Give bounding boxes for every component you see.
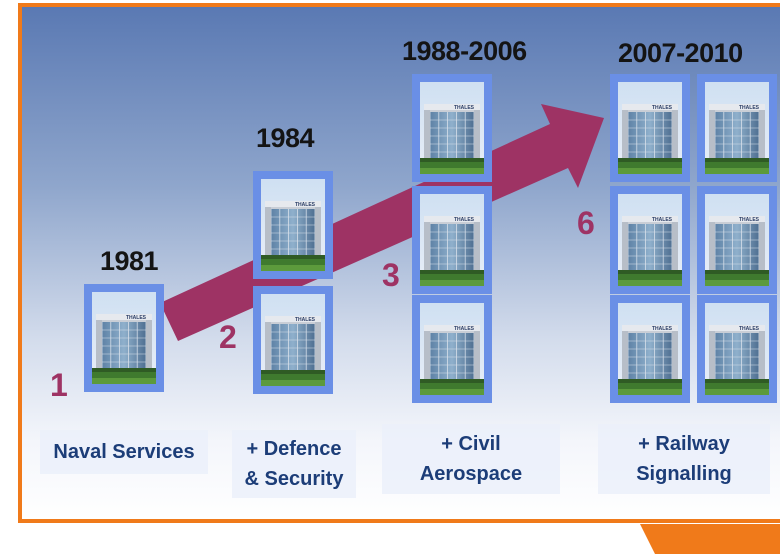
building-illustration: THALES	[705, 303, 769, 395]
building-illustration: THALES	[261, 179, 325, 271]
building-illustration: THALES	[618, 303, 682, 395]
year-2007-2010: 2007-2010	[618, 38, 743, 68]
building-tile: THALES	[697, 186, 777, 294]
building-illustration: THALES	[618, 82, 682, 174]
building-illustration: THALES	[420, 194, 484, 286]
building-sign: THALES	[652, 326, 673, 332]
building-sign: THALES	[739, 326, 760, 332]
building-tile: THALES	[610, 186, 690, 294]
building-tile: THALES	[84, 284, 164, 392]
stage-label-civil-aerospace: + Civil Aerospace	[382, 424, 560, 494]
year-1984: 1984	[256, 123, 315, 153]
step-number-1: 1	[50, 367, 68, 403]
building-sign: THALES	[652, 105, 673, 111]
building-tile: THALES	[697, 74, 777, 182]
building-sign: THALES	[454, 217, 475, 223]
building-illustration: THALES	[618, 194, 682, 286]
building-tile: THALES	[253, 171, 333, 279]
year-1981: 1981	[100, 246, 159, 276]
building-sign: THALES	[454, 105, 475, 111]
building-illustration: THALES	[420, 303, 484, 395]
building-illustration: THALES	[261, 294, 325, 386]
building-tile: THALES	[412, 186, 492, 294]
corner-tab	[640, 524, 780, 554]
building-tile: THALES	[412, 295, 492, 403]
building-sign: THALES	[652, 217, 673, 223]
building-tile: THALES	[610, 74, 690, 182]
year-1988-2006: 1988-2006	[402, 36, 527, 66]
stage-label-naval-services: Naval Services	[40, 430, 208, 474]
building-tile: THALES	[253, 286, 333, 394]
building-illustration: THALES	[705, 194, 769, 286]
building-sign: THALES	[454, 326, 475, 332]
step-number-6: 6	[577, 205, 595, 241]
building-sign: THALES	[739, 105, 760, 111]
building-sign: THALES	[295, 317, 316, 323]
building-tile: THALES	[697, 295, 777, 403]
building-illustration: THALES	[420, 82, 484, 174]
building-illustration: THALES	[92, 292, 156, 384]
step-number-2: 2	[219, 319, 237, 355]
stage-label-railway-signalling: + Railway Signalling	[598, 424, 770, 494]
stage-label-defence-security: + Defence & Security	[232, 430, 356, 498]
building-sign: THALES	[739, 217, 760, 223]
growth-arrow-shape	[160, 104, 604, 341]
building-tile: THALES	[610, 295, 690, 403]
building-sign: THALES	[295, 202, 316, 208]
building-sign: THALES	[126, 315, 147, 321]
building-tile: THALES	[412, 74, 492, 182]
building-illustration: THALES	[705, 82, 769, 174]
step-number-3: 3	[382, 257, 400, 293]
